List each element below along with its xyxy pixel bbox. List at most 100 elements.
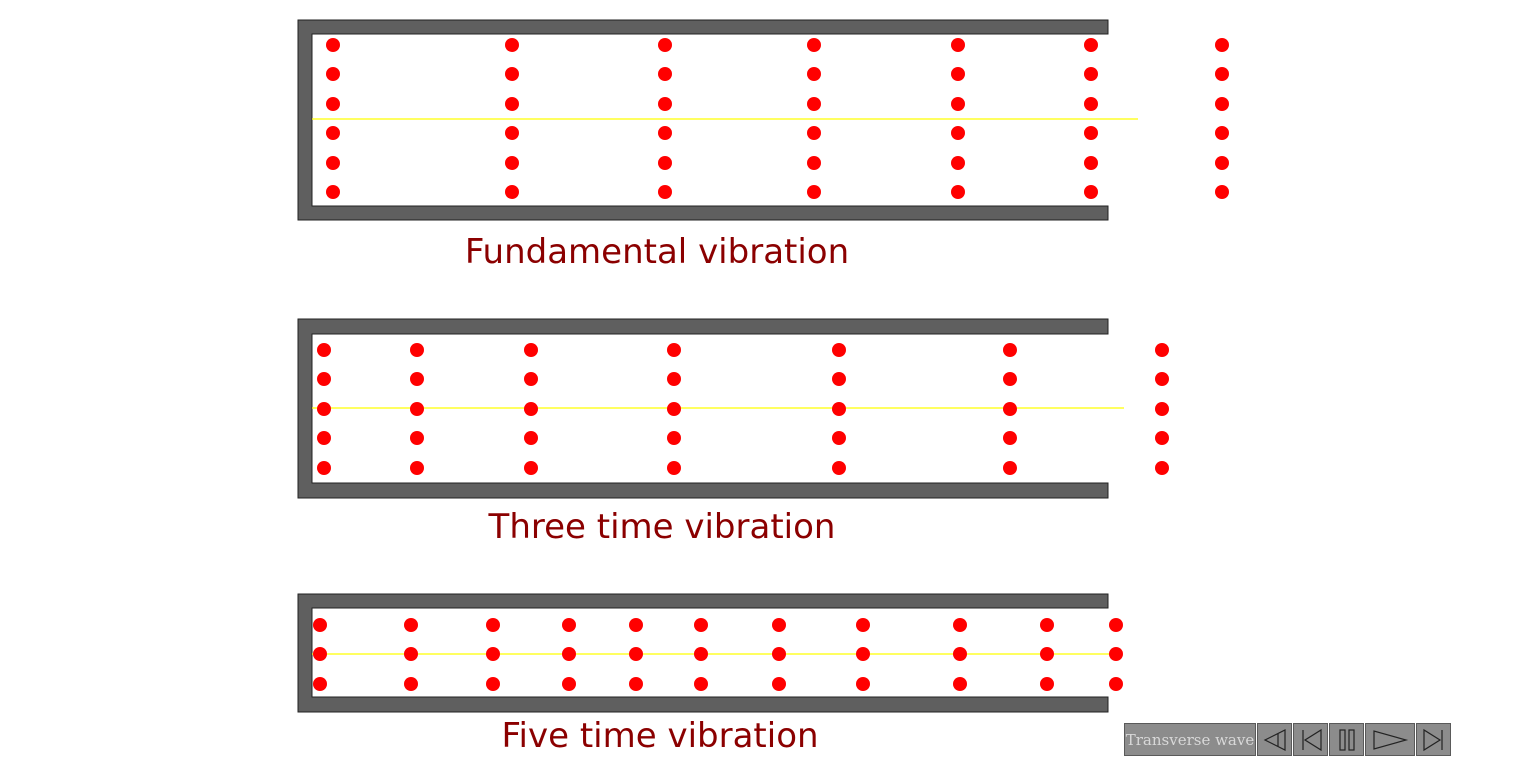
air-particle <box>951 38 965 52</box>
air-particle <box>1084 185 1098 199</box>
air-particle <box>832 431 846 445</box>
air-particle <box>1155 343 1169 357</box>
air-particle <box>953 618 967 632</box>
air-particle <box>951 67 965 81</box>
pause-button[interactable] <box>1329 723 1364 756</box>
air-particle <box>694 647 708 661</box>
air-particle <box>562 618 576 632</box>
air-particle <box>1003 402 1017 416</box>
air-particle <box>807 97 821 111</box>
tube-five <box>297 593 1123 713</box>
air-particle <box>1155 402 1169 416</box>
air-particle <box>953 677 967 691</box>
air-particle <box>326 185 340 199</box>
air-particle <box>832 372 846 386</box>
air-particle <box>807 38 821 52</box>
air-particle <box>486 677 500 691</box>
mode-button[interactable]: Transverse wave <box>1124 723 1256 756</box>
air-particle <box>505 185 519 199</box>
air-particle <box>856 618 870 632</box>
air-particle <box>505 67 519 81</box>
air-particle <box>856 647 870 661</box>
air-particle <box>404 618 418 632</box>
air-particle <box>1084 67 1098 81</box>
air-particle <box>629 618 643 632</box>
air-particle <box>658 97 672 111</box>
air-particle <box>1155 372 1169 386</box>
back-button[interactable] <box>1257 723 1292 756</box>
air-particle <box>410 461 424 475</box>
caption-fundamental-vibration: Fundamental vibration <box>464 232 850 272</box>
air-particle <box>629 647 643 661</box>
air-particle <box>832 402 846 416</box>
air-particle <box>410 343 424 357</box>
air-particle <box>667 402 681 416</box>
air-particle <box>1215 156 1229 170</box>
air-particle <box>524 431 538 445</box>
air-particle <box>326 156 340 170</box>
air-particle <box>832 461 846 475</box>
air-particle <box>317 461 331 475</box>
air-particle <box>505 126 519 140</box>
air-particle <box>951 97 965 111</box>
air-particle <box>951 185 965 199</box>
rewind-button[interactable] <box>1293 723 1328 756</box>
air-particle <box>856 677 870 691</box>
air-particle <box>524 461 538 475</box>
play-button[interactable] <box>1365 723 1415 756</box>
air-particle <box>1155 431 1169 445</box>
air-particle <box>313 618 327 632</box>
air-particle <box>1003 461 1017 475</box>
air-particle <box>404 647 418 661</box>
particles-three <box>317 343 1169 475</box>
air-particle <box>832 343 846 357</box>
air-particle <box>1084 97 1098 111</box>
air-particle <box>1215 67 1229 81</box>
playback-toolbar: Transverse wave <box>1124 723 1451 756</box>
air-particle <box>1003 372 1017 386</box>
tube-wall <box>297 593 1109 713</box>
air-particle <box>1109 647 1123 661</box>
air-particle <box>326 126 340 140</box>
air-particle <box>404 677 418 691</box>
air-particle <box>1040 618 1054 632</box>
caption-five-time-vibration: Five time vibration <box>501 716 819 756</box>
air-particle <box>1215 185 1229 199</box>
air-particle <box>326 97 340 111</box>
air-particle <box>667 461 681 475</box>
air-particle <box>313 677 327 691</box>
air-particle <box>562 677 576 691</box>
air-particle <box>772 647 786 661</box>
air-particle <box>658 38 672 52</box>
air-particle <box>1040 647 1054 661</box>
air-particle <box>1109 677 1123 691</box>
air-particle <box>951 156 965 170</box>
air-particle <box>951 126 965 140</box>
air-particle <box>317 402 331 416</box>
step-forward-button[interactable] <box>1416 723 1451 756</box>
rewind-icon <box>1301 728 1322 751</box>
air-particle <box>326 67 340 81</box>
tube-wall <box>297 19 1109 221</box>
air-particle <box>505 156 519 170</box>
air-particle <box>317 431 331 445</box>
air-particle <box>317 343 331 357</box>
air-particle <box>410 372 424 386</box>
tube-three <box>297 318 1169 499</box>
pause-icon <box>1338 728 1355 751</box>
air-particle <box>524 402 538 416</box>
air-particle <box>667 343 681 357</box>
air-particle <box>326 38 340 52</box>
air-particle <box>807 126 821 140</box>
air-particle <box>524 343 538 357</box>
air-particle <box>667 431 681 445</box>
air-particle <box>629 677 643 691</box>
air-particle <box>313 647 327 661</box>
air-particle <box>658 156 672 170</box>
air-particle <box>524 372 538 386</box>
particles-five <box>313 618 1123 691</box>
air-particle <box>1084 126 1098 140</box>
air-particle <box>1109 618 1123 632</box>
air-particle <box>807 156 821 170</box>
